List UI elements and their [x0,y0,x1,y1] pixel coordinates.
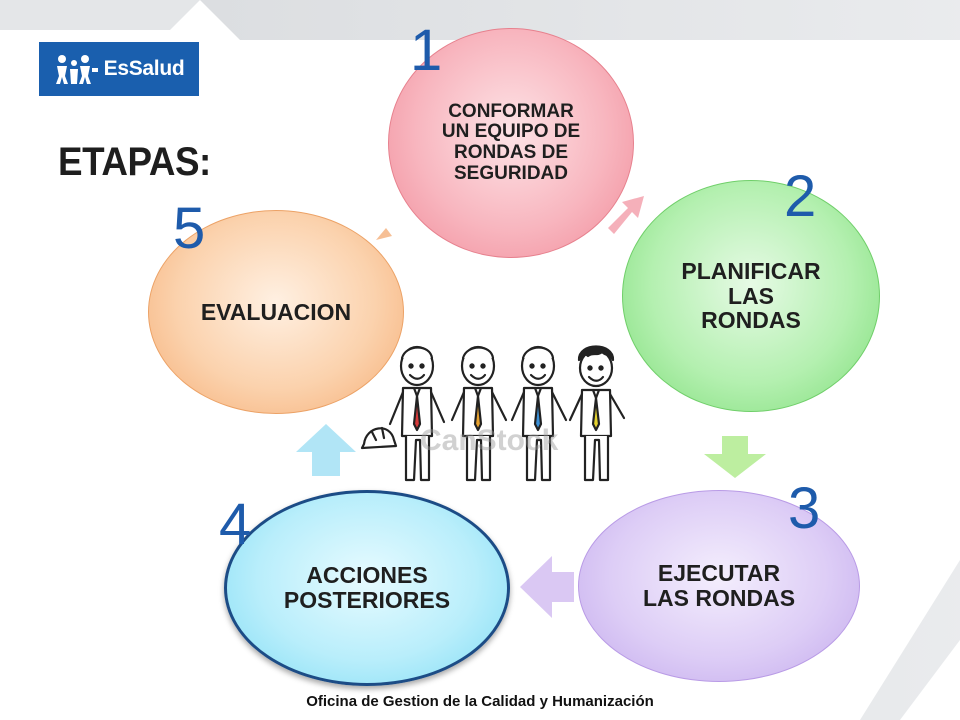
step-2-number: 2 [784,164,817,229]
arrow-2-to-3 [704,436,766,478]
step-1-number: 1 [410,18,443,83]
arrow-5-to-1 [376,228,392,240]
team-illustration: CanStock [360,345,626,482]
arrow-1-to-2 [608,196,644,234]
watermark-text: CanStock [420,424,559,457]
step-3-number: 3 [788,476,821,541]
essalud-logo: EsSalud [39,42,199,96]
step-5-circle: EVALUACION [148,210,404,414]
arrow-3-to-4 [520,556,574,618]
step-4-circle: ACCIONES POSTERIORES [224,490,510,686]
page-title: ETAPAS: [58,140,211,184]
logo-text: EsSalud [103,57,185,80]
step-5-number: 5 [173,196,206,261]
arrow-4-to-5 [296,424,356,476]
footer-text: Oficina de Gestion de la Calidad y Human… [306,693,654,710]
step-4-number: 4 [219,492,252,557]
step-1-circle: CONFORMAR UN EQUIPO DE RONDAS DE SEGURID… [388,28,634,258]
family-icon [55,55,98,84]
step-3-circle: EJECUTAR LAS RONDAS [578,490,860,682]
step-2-circle: PLANIFICAR LAS RONDAS [622,180,880,412]
